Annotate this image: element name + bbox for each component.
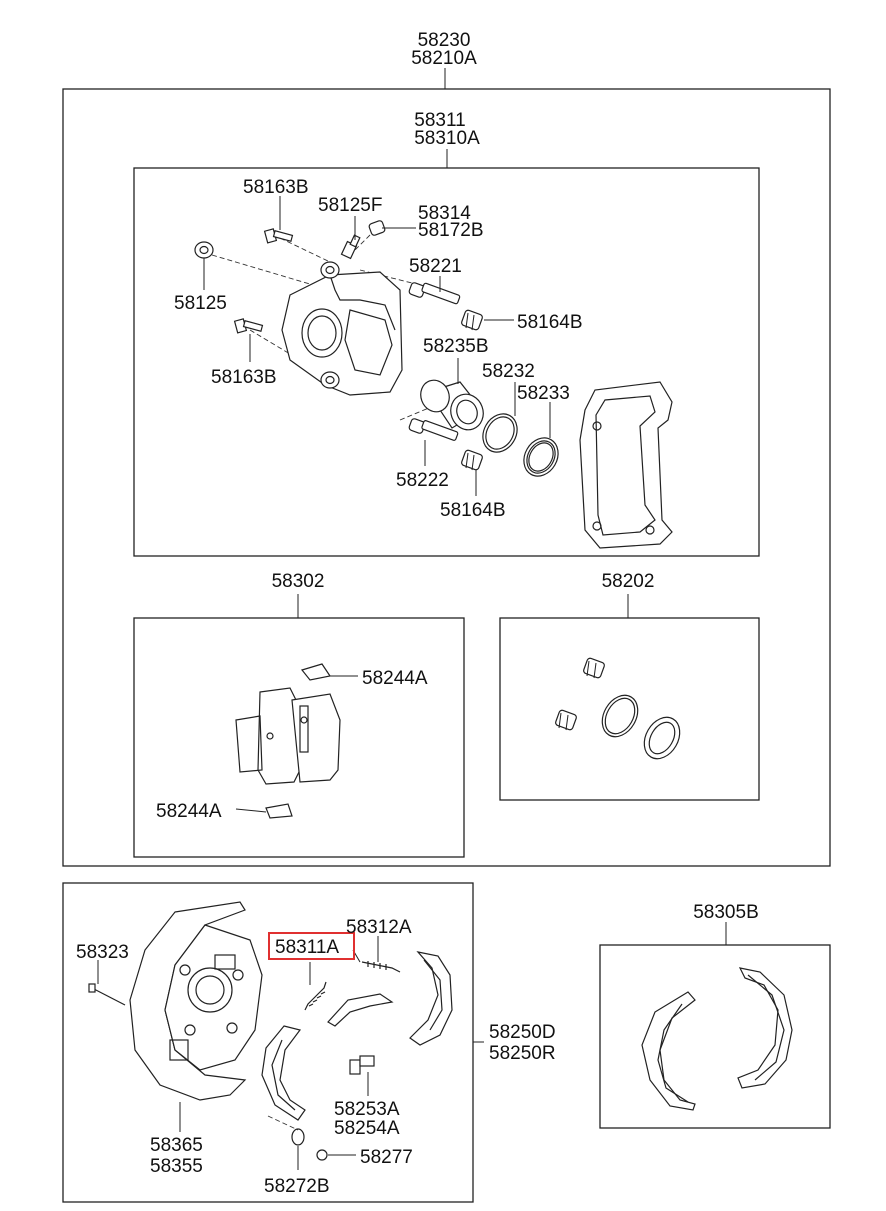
label-bleeder: 58125F [318,195,382,216]
label-shim-lower: 58244A [156,801,222,822]
pin-part [88,983,126,1006]
boot-upper-part [461,309,483,331]
bleeder-part [340,234,361,260]
label-guide-pin-upper: 58221 [409,256,462,277]
label-caliper-a: 58311 [414,110,465,131]
label-highlighted: 58311A [275,937,339,958]
shoe-right-part [409,951,453,1046]
caliper-assembly-frame [62,88,831,867]
cup-part [316,1149,328,1161]
label-shim-upper: 58244A [362,668,428,689]
label-assembly-b: 58210A [411,48,477,69]
label-cap-a: 58314 [418,203,471,224]
seal-kit-parts [555,657,681,760]
piston-boot-part [523,437,559,477]
retainer-part [349,1055,375,1075]
lever-part [327,993,394,1027]
caliper-bracket [579,381,673,549]
piston-seal-part [482,413,518,453]
shoe-kit-frame [599,944,831,1129]
bolt-lower-part [233,318,264,334]
label-pad-kit: 58302 [272,571,325,592]
piston-part [420,379,484,431]
guide-pin-lower-part [408,418,459,441]
label-retainer-b: 58254A [334,1118,400,1139]
label-piston-boot: 58233 [517,383,570,404]
brake-pads [235,687,341,785]
label-boot-upper: 58164B [517,312,583,333]
highlight-box [268,932,355,960]
shim-lower-part [265,803,293,819]
label-bolt-top: 58163B [243,177,309,198]
label-piston: 58235B [423,336,489,357]
bushing-part [194,241,214,259]
shoe-left-part [261,1025,306,1121]
label-bushing: 58125 [174,293,227,314]
spring-part [304,981,327,1011]
shoe-kit-parts [641,967,793,1111]
bleeder-cap-part [368,220,386,236]
label-cap-b: 58172B [418,220,484,241]
label-guide-pin-lower: 58222 [396,470,449,491]
boot-lower-part [461,449,483,471]
caliper-body [281,261,403,396]
spring-upper-part [361,961,401,973]
label-spring: 58312A [346,917,412,938]
label-cup: 58277 [360,1147,413,1168]
label-bolt-lower: 58163B [211,367,277,388]
seal-kit-frame [499,617,760,801]
label-shoe-b: 58250R [489,1043,556,1064]
guide-pin-upper-part [408,282,461,305]
label-adjuster: 58272B [264,1176,330,1197]
label-shoe-a: 58250D [489,1022,556,1043]
label-pin: 58323 [76,942,129,963]
label-backing-a: 58365 [150,1135,203,1156]
pad-kit-frame [133,617,465,858]
label-retainer-a: 58253A [334,1099,400,1120]
adjuster-part [291,1128,305,1146]
label-backing-b: 58355 [150,1156,203,1177]
backing-plate [129,901,263,1101]
bolt-top-part [263,228,294,244]
label-assembly-a: 58230 [418,30,471,51]
label-caliper-b: 58310A [414,128,480,149]
label-piston-seal: 58232 [482,361,535,382]
shim-upper-part [300,663,331,681]
label-seal-kit: 58202 [602,571,655,592]
label-boot-lower: 58164B [440,500,506,521]
label-shoe-kit: 58305B [693,902,759,923]
